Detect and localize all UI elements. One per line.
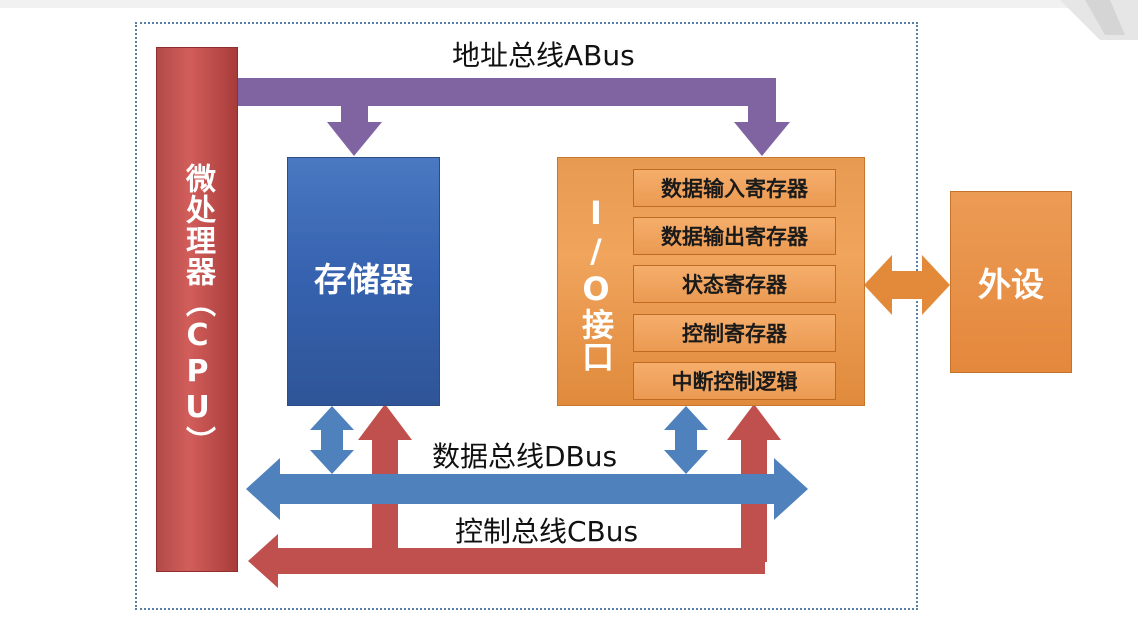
cpu-block: 微处理器（CPU） xyxy=(156,47,238,572)
memory-block: 存储器 xyxy=(287,157,440,406)
io-interface-label: I/O接口 xyxy=(577,194,615,372)
control-bus-label: 控制总线CBus xyxy=(455,515,639,548)
io-interface-block: I/O接口 数据输入寄存器 数据输出寄存器 状态寄存器 控制寄存器 中断控制逻辑 xyxy=(557,157,865,406)
memory-label: 存储器 xyxy=(314,259,413,299)
io-device-link xyxy=(864,255,950,315)
register-control: 控制寄存器 xyxy=(633,314,836,352)
top-band xyxy=(0,0,1138,8)
address-bus-label: 地址总线ABus xyxy=(452,39,635,72)
register-data-output: 数据输出寄存器 xyxy=(633,217,836,255)
interrupt-control-logic: 中断控制逻辑 xyxy=(633,362,836,400)
address-bus xyxy=(236,78,790,156)
system-boundary-frame xyxy=(135,22,918,610)
cpu-label: 微处理器（CPU） xyxy=(180,162,215,457)
data-bus xyxy=(246,406,808,520)
corner-decoration xyxy=(1060,0,1138,40)
peripheral-device-label: 外设 xyxy=(978,265,1044,304)
register-data-input: 数据输入寄存器 xyxy=(633,169,836,207)
peripheral-device-block: 外设 xyxy=(950,191,1072,373)
data-bus-label: 数据总线DBus xyxy=(432,440,618,473)
register-status: 状态寄存器 xyxy=(633,265,836,303)
